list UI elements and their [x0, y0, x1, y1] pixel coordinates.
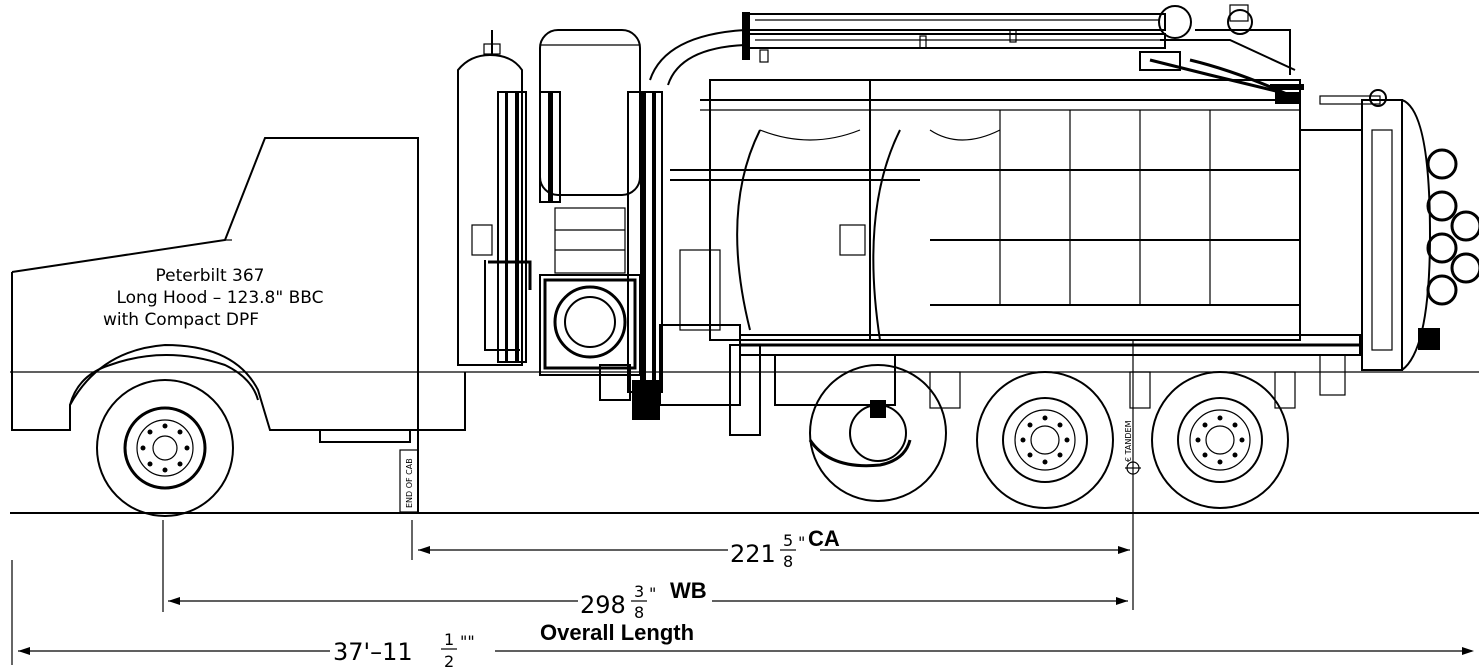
wb-unit: "	[649, 584, 656, 603]
ca-unit: "	[798, 533, 805, 552]
cab-label-line3: with Compact DPF	[103, 310, 259, 330]
overall-label: Overall Length	[540, 620, 694, 645]
overall-numerator: 1	[444, 630, 454, 649]
ca-whole: 221	[730, 540, 776, 568]
dimension-ca	[411, 520, 1130, 560]
tandem-wheel-rear	[1151, 371, 1289, 509]
wb-denominator: 8	[634, 603, 644, 622]
pusher-axle-wheel	[808, 364, 947, 502]
ca-label: CA	[808, 526, 840, 551]
stack-equipment	[457, 29, 663, 420]
tandem-centerline-label: € TANDEM	[1124, 420, 1133, 462]
cab-label-line1: Peterbilt 367	[156, 266, 265, 286]
ca-numerator: 5	[783, 531, 793, 550]
debris-tank	[670, 79, 1479, 371]
ca-denominator: 8	[783, 552, 793, 571]
overall-prefix: 37'–11	[333, 638, 413, 666]
wb-label: WB	[670, 578, 707, 603]
overall-denominator: 2	[444, 652, 454, 671]
frame-rails	[659, 249, 1361, 436]
hose-boom	[649, 4, 1304, 104]
front-wheel	[96, 379, 234, 517]
wb-whole: 298	[580, 591, 626, 619]
dimension-overall	[11, 560, 1474, 665]
tandem-wheel-front	[976, 371, 1114, 509]
dimension-wb	[162, 520, 1128, 612]
cab-label-line2: Long Hood – 123.8" BBC	[116, 288, 323, 308]
ground-lines	[10, 371, 1479, 514]
wb-numerator: 3	[634, 582, 644, 601]
tandem-centerline	[1125, 340, 1141, 610]
overall-unit: ""	[460, 632, 475, 651]
truck-cab	[11, 137, 466, 513]
end-of-cab-label: END OF CAB	[405, 458, 414, 508]
